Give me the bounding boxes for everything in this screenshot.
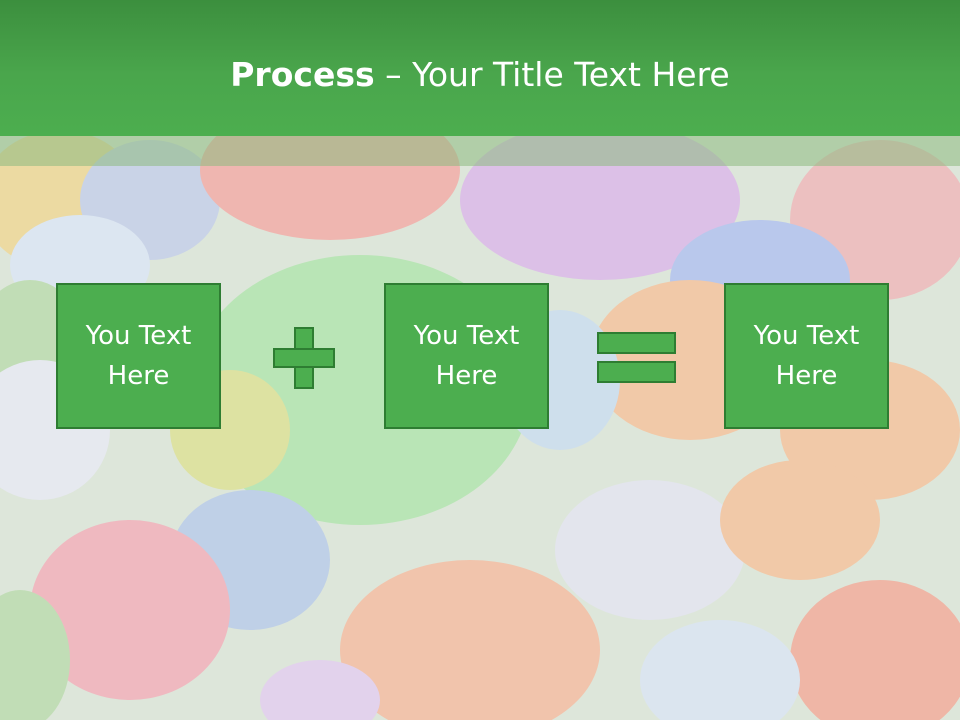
process-step-line1: You Text	[85, 321, 192, 351]
process-step-line2: Here	[435, 361, 498, 391]
slide-title-bold: Process	[230, 55, 375, 94]
process-step-line1: You Text	[753, 321, 860, 351]
process-step-line2: Here	[107, 361, 170, 391]
equals-bar-top	[597, 332, 676, 354]
title-bar-shadow-band	[0, 136, 960, 166]
plus-icon	[273, 327, 335, 389]
process-step-line1: You Text	[413, 321, 520, 351]
process-step-line2: Here	[775, 361, 838, 391]
slide-title: Process – Your Title Text Here	[0, 52, 960, 98]
slide-title-rest: – Your Title Text Here	[374, 55, 730, 94]
title-bar	[0, 0, 960, 136]
equals-bar-bottom	[597, 361, 676, 383]
